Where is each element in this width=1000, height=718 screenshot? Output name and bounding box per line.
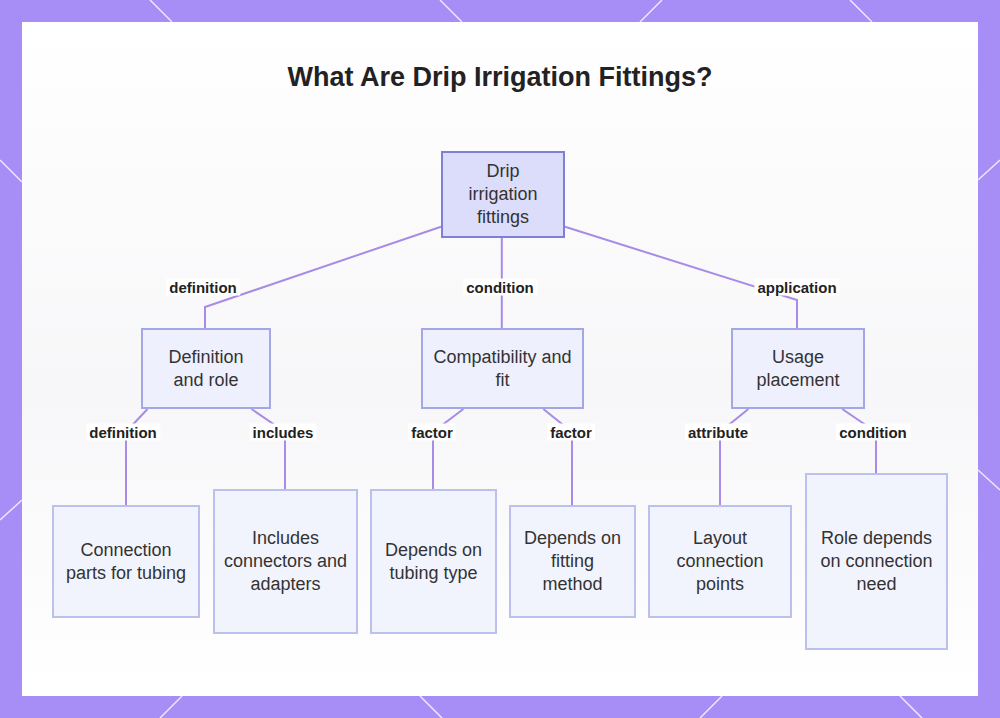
detail-box: Connection parts for tubing <box>52 505 200 618</box>
box-text: Usage placement <box>741 346 855 392</box>
box-text-group: Drip irrigation fittings <box>451 160 555 229</box>
box-text: Role depends on connection need <box>815 527 938 596</box>
box-text: Definition and role <box>151 346 261 392</box>
edge-label: attribute <box>685 424 751 441</box>
box-text-group: Compatibility and fit <box>431 346 574 392</box>
box-text-group: Usage placement <box>741 346 855 392</box>
connector-line <box>842 409 876 473</box>
box-text: Layout connection points <box>658 527 782 596</box>
edge-label: factor <box>408 424 456 441</box>
box-text-group: Connection parts for tubing <box>62 539 190 585</box>
category-box: Compatibility and fit <box>421 328 584 409</box>
category-box: Usage placement <box>731 328 865 409</box>
edge-label: definition <box>166 279 240 296</box>
box-text-group: Depends on tubing type <box>380 539 487 585</box>
box-text-group: Role depends on connection need <box>815 527 938 596</box>
box-text: Connection parts for tubing <box>62 539 190 585</box>
edge-label: condition <box>836 424 910 441</box>
box-text-group: Depends on fitting method <box>519 527 626 596</box>
detail-box: Includes connectors and adapters <box>213 489 358 634</box>
category-box: Definition and role <box>141 328 271 409</box>
detail-box: Layout connection points <box>648 505 792 618</box>
detail-box: Role depends on connection need <box>805 473 948 650</box>
edge-label: condition <box>463 279 537 296</box>
edge-label: definition <box>86 424 160 441</box>
box-text: Drip irrigation fittings <box>451 160 555 229</box>
edge-label: factor <box>547 424 595 441</box>
box-text: Compatibility and fit <box>431 346 574 392</box>
detail-box: Depends on tubing type <box>370 489 497 634</box>
box-text-group: Definition and role <box>151 346 261 392</box>
connector-line <box>252 409 286 489</box>
diagram-title: What Are Drip Irrigation Fittings? <box>0 62 1000 93</box>
edge-label: includes <box>250 424 317 441</box>
box-text: Depends on tubing type <box>380 539 487 585</box>
box-text-group: Layout connection points <box>658 527 782 596</box>
box-text: Includes connectors and adapters <box>223 527 348 596</box>
detail-box: Depends on fitting method <box>509 505 636 618</box>
connector-line <box>205 227 441 328</box>
connector-line <box>433 409 463 489</box>
connector-line <box>565 227 797 328</box>
box-text: Depends on fitting method <box>519 527 626 596</box>
edge-label: application <box>754 279 839 296</box>
root-box: Drip irrigation fittings <box>441 151 565 238</box>
box-text-group: Includes connectors and adapters <box>223 527 348 596</box>
